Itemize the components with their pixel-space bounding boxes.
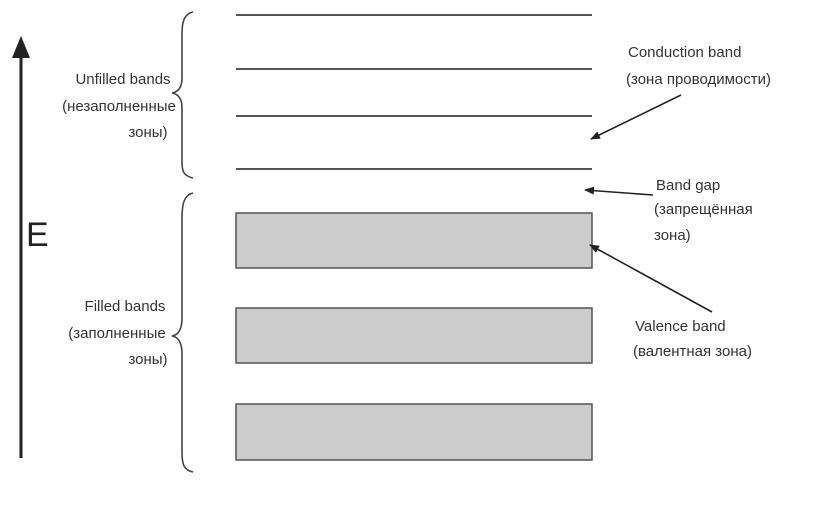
band-gap-pointer-arrow	[584, 186, 654, 196]
valence-band-label-line2: (валентная зона)	[633, 343, 752, 360]
band-gap-annotation: Band gap (запрещённая зона)	[654, 177, 753, 244]
valence-band-annotation: Valence band (валентная зона)	[633, 318, 752, 360]
unfilled-bands-label-line3: зоны)	[128, 124, 167, 141]
energy-axis-label: E	[26, 216, 49, 254]
valence-band-pointer-arrow	[589, 244, 713, 313]
band-gap-label-line1: Band gap	[656, 177, 720, 194]
valence-band-label-line1: Valence band	[635, 318, 726, 335]
band-gap-label-line3: зона)	[654, 227, 691, 244]
band-gap-label-line2: (запрещённая	[654, 201, 753, 218]
unfilled-bands-label-line2: (незаполненные	[62, 98, 176, 115]
conduction-band-pointer-arrow	[590, 94, 682, 140]
conduction-band-label-line2: (зона проводимости)	[626, 71, 771, 88]
conduction-band-annotation: Conduction band (зона проводимости)	[626, 44, 771, 88]
filled-bands-label-line3: зоны)	[128, 351, 167, 368]
unfilled-bands-label-line1: Unfilled bands	[75, 71, 170, 88]
unfilled-bands-label: Unfilled bands (незаполненные зоны)	[62, 71, 176, 141]
energy-axis-arrowhead	[12, 36, 30, 58]
filled-bands-label-line1: Filled bands	[85, 298, 166, 315]
filled-band	[235, 307, 593, 364]
filled-bands-brace	[171, 192, 194, 473]
filled-band	[235, 403, 593, 461]
valence-band	[235, 212, 593, 269]
filled-bands-label-line2: (заполненные	[68, 325, 165, 342]
conduction-band-label-line1: Conduction band	[628, 44, 741, 61]
filled-bands-label: Filled bands (заполненные зоны)	[68, 298, 167, 368]
unfilled-bands-brace	[171, 11, 194, 179]
